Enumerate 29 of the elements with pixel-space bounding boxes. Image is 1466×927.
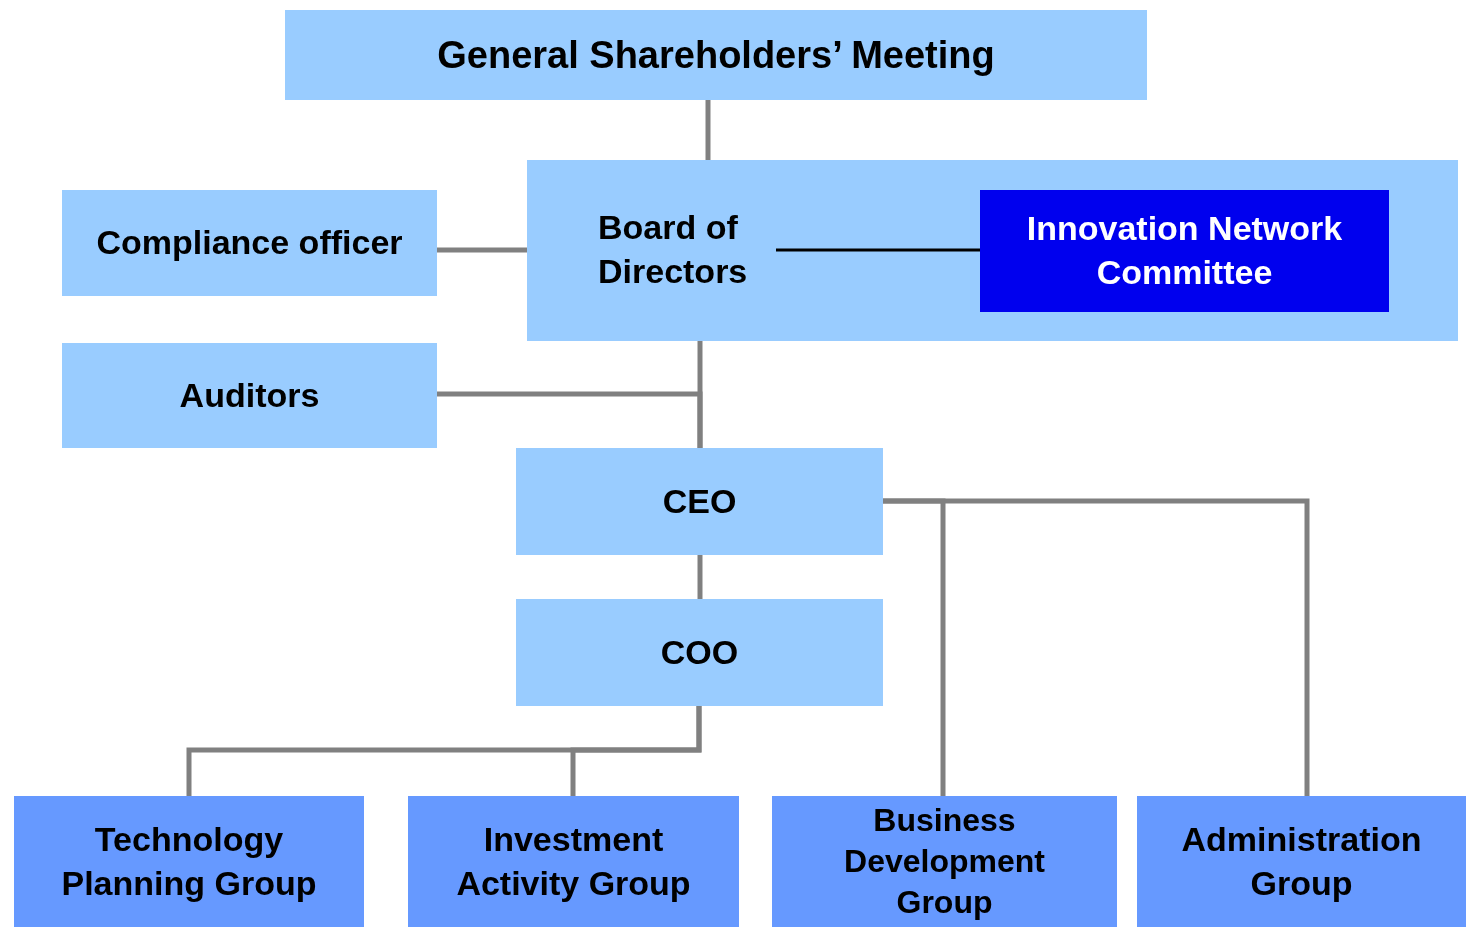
box-label: Administration Group [1180, 819, 1423, 904]
connector-line [437, 391, 703, 448]
org-box [516, 448, 883, 555]
connector-line [570, 706, 702, 796]
org-box [980, 190, 1389, 312]
box-label: Innovation Network Committee [1025, 208, 1344, 293]
org-box [772, 796, 1117, 927]
org-box [14, 796, 364, 927]
box-label: Investment Activity Group [455, 819, 692, 904]
board-label: Board of Directors [598, 200, 776, 300]
connector-line [705, 100, 711, 160]
board-panel [527, 160, 1458, 341]
connector-line [437, 247, 527, 253]
box-label: Auditors [179, 374, 320, 416]
org-box [285, 10, 1147, 100]
box-label: Business Development Group [843, 801, 1046, 922]
org-box [1137, 796, 1466, 927]
org-box [62, 343, 437, 448]
connector-line [883, 498, 1310, 796]
box-label: Technology Planning Group [60, 819, 318, 904]
box-label: CEO [662, 480, 737, 522]
box-label: General Shareholders’ Meeting [437, 32, 995, 78]
connector-line [697, 555, 703, 599]
box-label: COO [660, 631, 739, 673]
org-box [516, 599, 883, 706]
org-box [408, 796, 739, 927]
box-label: Compliance officer [96, 222, 403, 264]
org-box [62, 190, 437, 296]
connector-line [776, 248, 980, 252]
